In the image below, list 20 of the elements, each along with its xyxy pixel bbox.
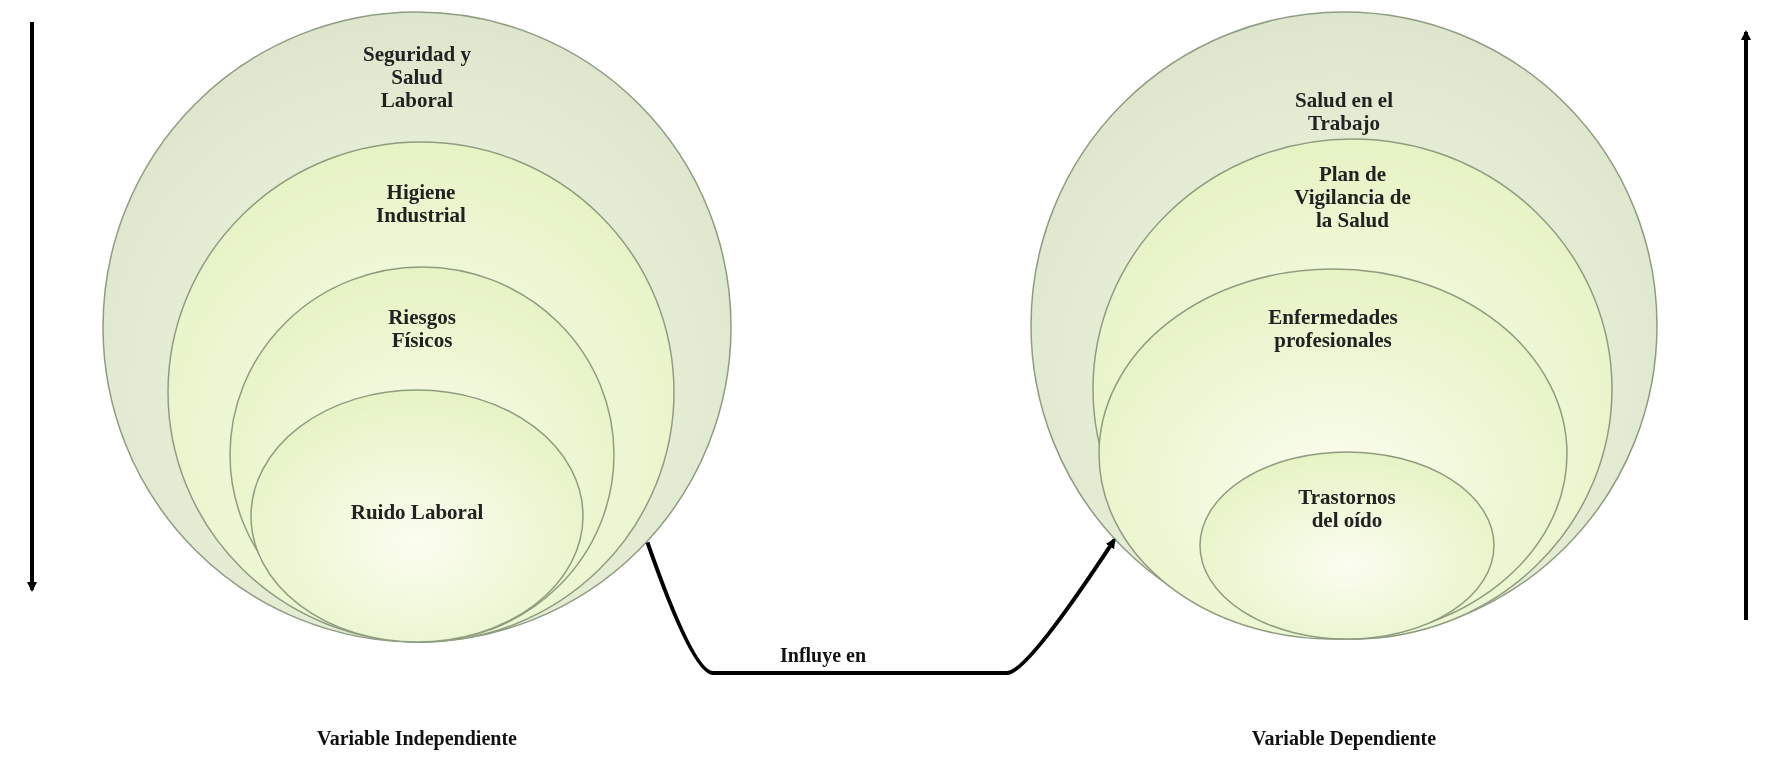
- circle-label: Salud en el Trabajo: [1294, 89, 1394, 135]
- nested-circle: [102, 11, 732, 643]
- nested-circle: [1030, 11, 1658, 640]
- nested-circle: [1199, 451, 1495, 640]
- circle-label: Plan de Vigilancia de la Salud: [1293, 163, 1412, 232]
- nested-circle: [167, 141, 675, 643]
- nested-circle: [1092, 138, 1613, 640]
- circle-label: Enfermedades profesionales: [1267, 306, 1399, 352]
- circle-label: Trastornos del oído: [1297, 486, 1397, 532]
- arrow: [645, 538, 1116, 675]
- nested-circle: [250, 389, 584, 643]
- circle-label: Seguridad y Salud Laboral: [362, 43, 472, 112]
- nested-circle: [229, 266, 615, 643]
- edge-label: Influye en: [780, 644, 867, 667]
- caption: Variable Dependiente: [1251, 727, 1437, 750]
- circle-label: Higiene Industrial: [375, 181, 467, 227]
- circle-label: Riesgos Físicos: [387, 306, 457, 352]
- circle-label: Ruido Laboral: [349, 501, 485, 524]
- nested-circle: [1098, 268, 1568, 640]
- caption: Variable Independiente: [317, 727, 517, 750]
